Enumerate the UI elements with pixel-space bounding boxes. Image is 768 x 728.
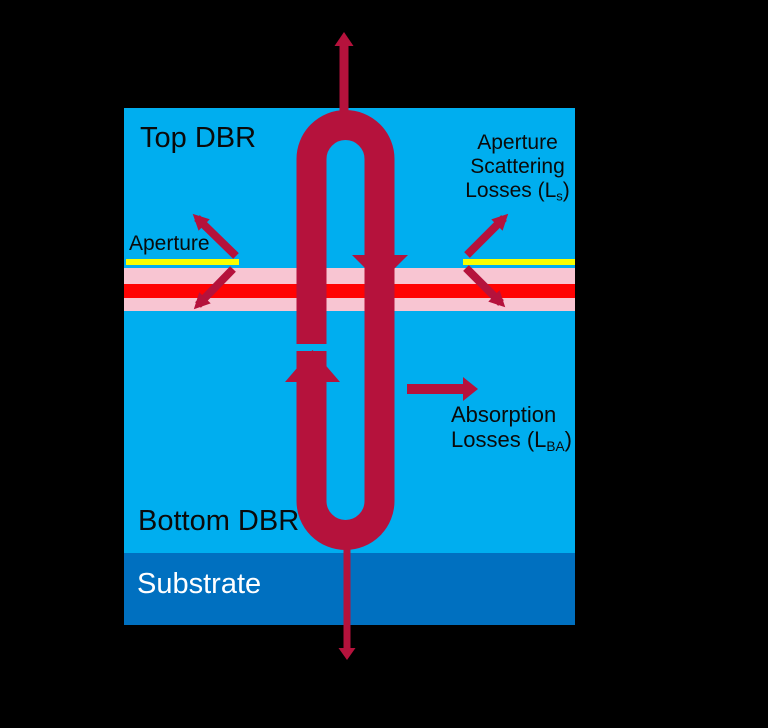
- bottom-dbr-label: Bottom DBR: [138, 505, 300, 537]
- absorption-line1: Absorption: [451, 402, 557, 427]
- top-dbr-label: Top DBR: [140, 122, 257, 154]
- substrate-label: Substrate: [137, 568, 262, 600]
- oxide-aperture-right: [463, 259, 575, 265]
- scattering-line3: Losses (Ls): [465, 179, 570, 204]
- scattering-subscript: s: [556, 188, 563, 204]
- absorption-losses-label: Absorption Losses (LBA): [451, 402, 572, 459]
- absorption-subscript: BA: [546, 438, 565, 454]
- active-region-stripe: [124, 284, 575, 298]
- scattering-line2: Scattering: [470, 155, 565, 178]
- scattering-line1: Aperture: [477, 131, 558, 154]
- aperture-label: Aperture: [129, 232, 210, 255]
- top-output-arrow-icon: [334, 32, 354, 112]
- aperture-scattering-losses-label: Aperture Scattering Losses (Ls): [455, 131, 580, 209]
- oxide-aperture-left: [126, 259, 239, 265]
- absorption-line2: Losses (LBA): [451, 427, 572, 454]
